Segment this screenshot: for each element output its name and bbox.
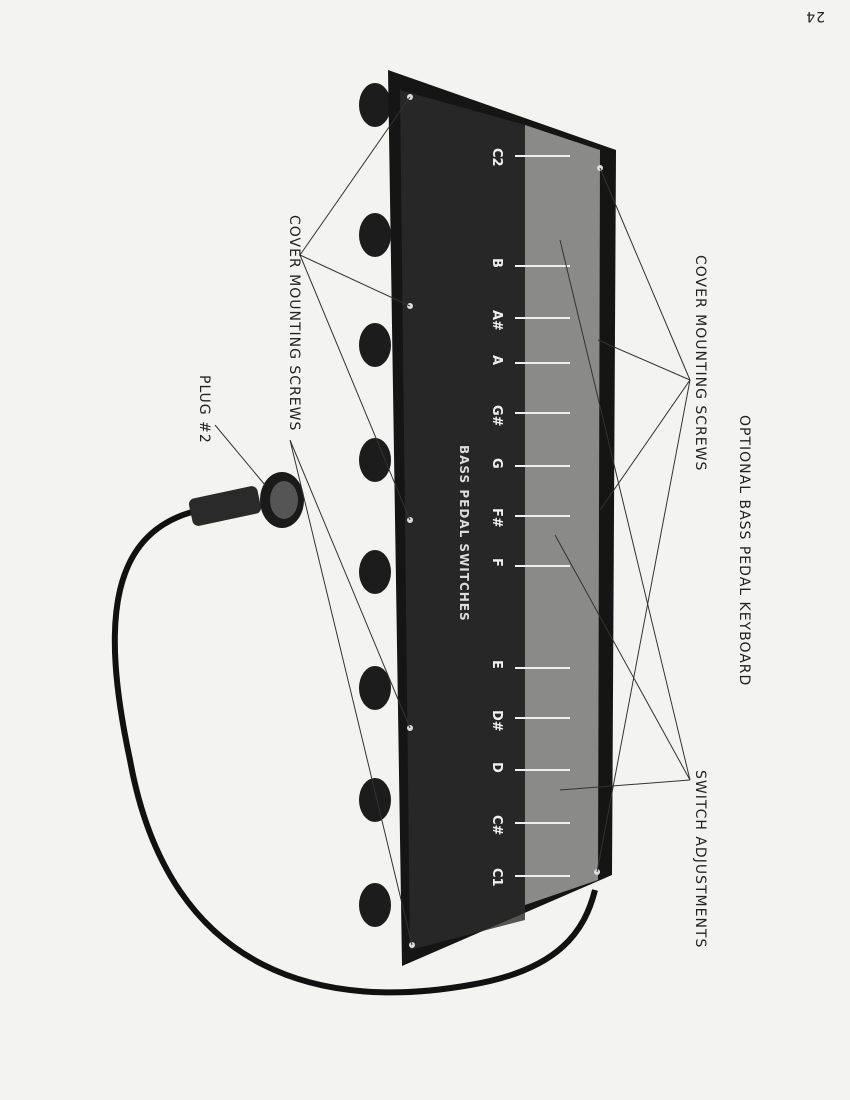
note-label: G#	[489, 405, 504, 427]
note-label: D#	[489, 710, 504, 732]
pedal-key	[359, 83, 391, 127]
note-label: C2	[489, 148, 504, 167]
note-label: C#	[489, 815, 504, 836]
note-label: E	[489, 660, 504, 669]
switch-contacts	[515, 155, 570, 877]
note-label: F	[489, 558, 504, 567]
pedal-key	[359, 213, 391, 257]
note-label: A#	[489, 310, 504, 331]
callout-cover-screws-left: COVER MOUNTING SCREWS	[286, 215, 302, 431]
note-labels: C2B A# A G# G F# F E D# D C# C1	[489, 148, 504, 887]
pedal-key	[359, 438, 391, 482]
note-label: G	[489, 458, 504, 469]
cover-panel	[400, 90, 525, 950]
pedal-key	[359, 883, 391, 927]
note-label: D	[489, 762, 504, 773]
pedal-key	[359, 778, 391, 822]
note-label: C1	[489, 868, 504, 887]
plug-connector	[188, 472, 304, 528]
callout-switch-adjustments: SWITCH ADJUSTMENTS	[692, 770, 708, 948]
note-label: A	[489, 355, 504, 365]
note-label: B	[489, 258, 504, 268]
pedal-key	[359, 666, 391, 710]
leader-lines	[214, 96, 691, 946]
pedal-key	[359, 550, 391, 594]
board-label: BASS PEDAL SWITCHES	[457, 445, 471, 622]
callout-plug: PLUG #2	[196, 375, 212, 444]
note-label: F#	[489, 508, 504, 528]
pedal-row	[359, 83, 391, 927]
pedal-key	[359, 323, 391, 367]
page-number: 24	[805, 8, 825, 24]
figure-title: OPTIONAL BASS PEDAL KEYBOARD	[736, 415, 752, 686]
callout-cover-screws-right: COVER MOUNTING SCREWS	[692, 255, 708, 471]
plug-cable	[111, 507, 598, 996]
